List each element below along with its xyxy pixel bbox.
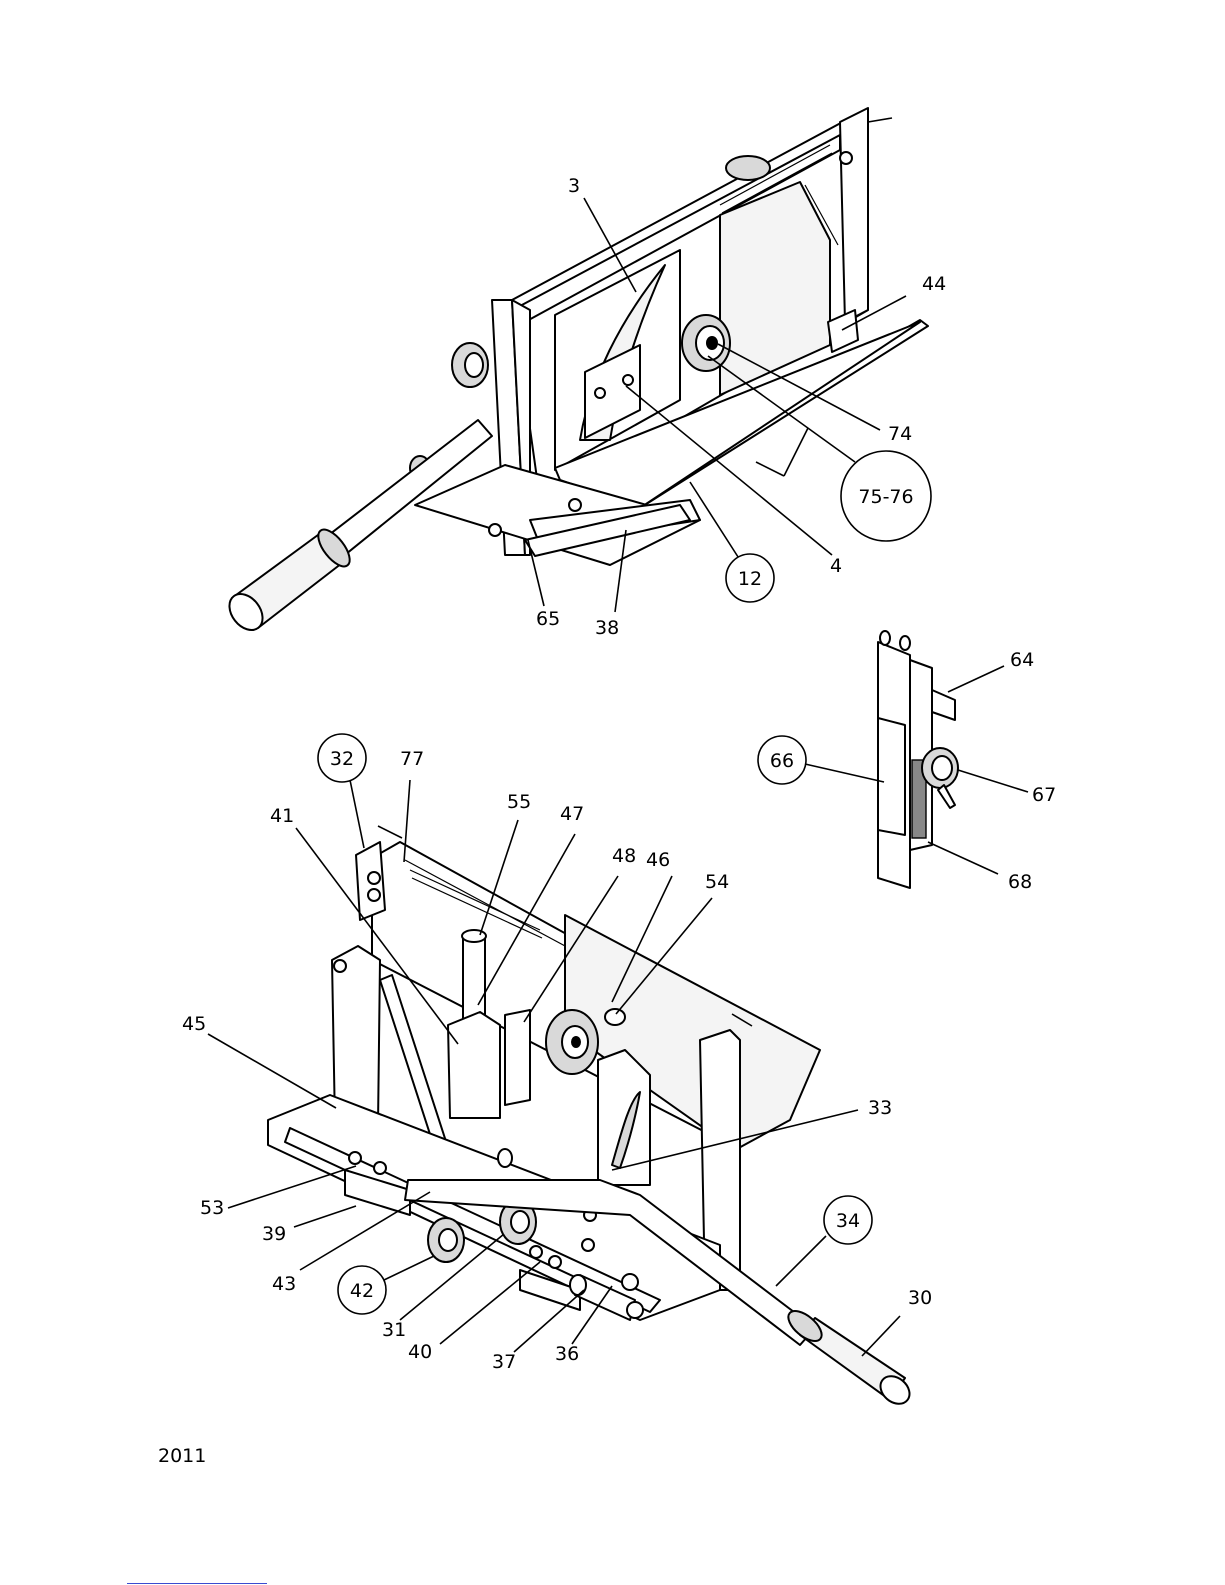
top-back-knob: [726, 156, 770, 180]
bolt-part-54: [605, 1009, 625, 1025]
label-65: 65: [536, 608, 560, 630]
center-post: [598, 1050, 650, 1185]
label-66: 66: [770, 750, 794, 772]
label-74: 74: [888, 423, 912, 445]
label-40: 40: [408, 1341, 432, 1363]
label-41: 41: [270, 805, 294, 827]
label-54: 54: [705, 871, 729, 893]
label-33: 33: [868, 1097, 892, 1119]
label-38: 38: [595, 617, 619, 639]
label-75-76: 75-76: [858, 486, 913, 508]
label-53: 53: [200, 1197, 224, 1219]
label-12: 12: [738, 568, 762, 590]
label-48: 48: [612, 845, 636, 867]
label-37: 37: [492, 1351, 516, 1373]
cylinder-part-47: [463, 935, 485, 1025]
label-39: 39: [262, 1223, 286, 1245]
clip-part-64: [932, 690, 955, 720]
label-68: 68: [1008, 871, 1032, 893]
label-46: 46: [646, 849, 670, 871]
label-64: 64: [1010, 649, 1034, 671]
bottom-assembly: [268, 826, 915, 1409]
label-3: 3: [568, 175, 580, 197]
bracket-part-48: [505, 1010, 530, 1105]
label-47: 47: [560, 803, 584, 825]
label-77: 77: [400, 748, 424, 770]
label-4: 4: [830, 555, 842, 577]
label-31: 31: [382, 1319, 406, 1341]
label-55: 55: [507, 791, 531, 813]
label-30: 30: [908, 1287, 932, 1309]
label-45: 45: [182, 1013, 206, 1035]
label-43: 43: [272, 1273, 296, 1295]
top-right-post: [840, 108, 868, 322]
footer-year: 2011: [158, 1445, 206, 1467]
label-44: 44: [922, 273, 946, 295]
label-42: 42: [350, 1280, 374, 1302]
label-36: 36: [555, 1343, 579, 1365]
label-67: 67: [1032, 784, 1056, 806]
footer-underline: [127, 1583, 267, 1584]
top-right-panel: [720, 182, 830, 395]
label-34: 34: [836, 1210, 860, 1232]
block-part-41: [448, 1012, 500, 1118]
label-32: 32: [330, 748, 354, 770]
